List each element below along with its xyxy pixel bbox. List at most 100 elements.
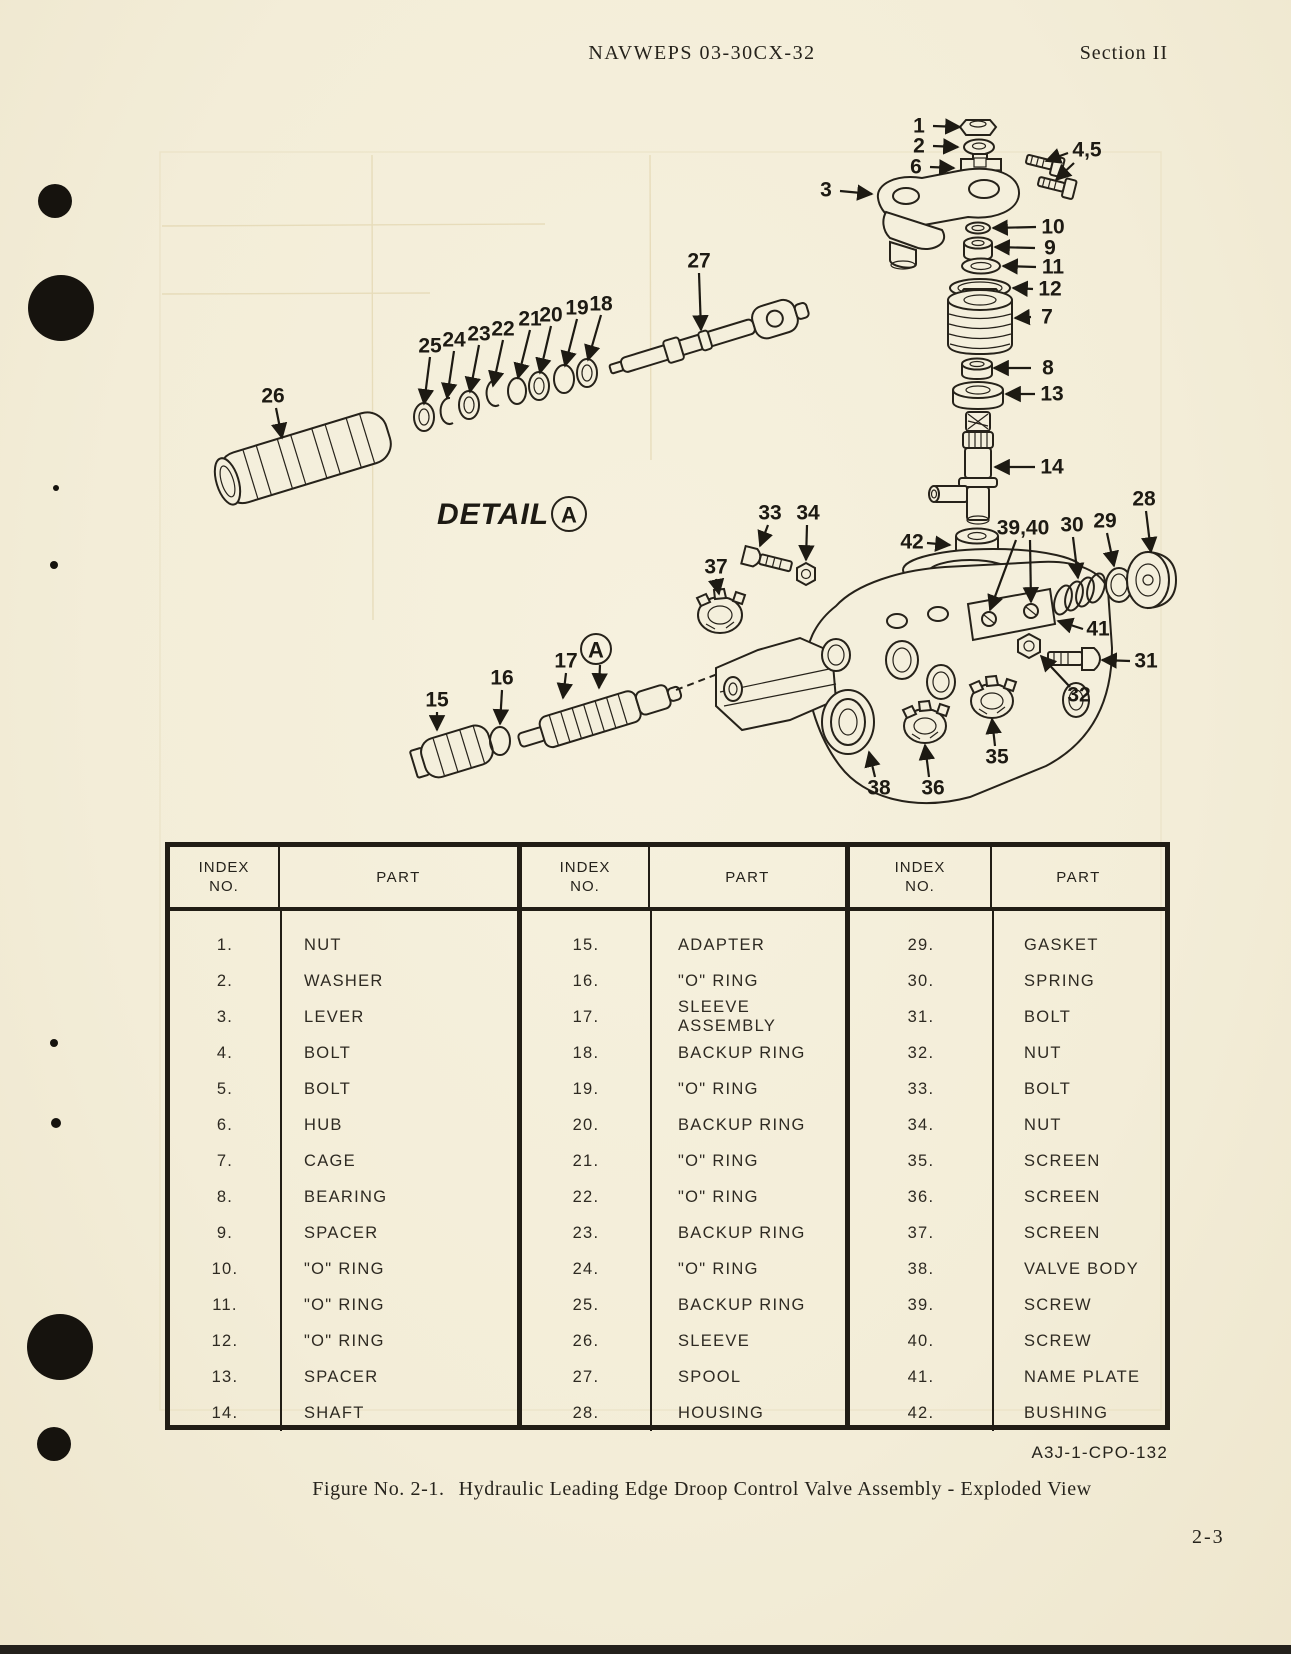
part-name: BACKUP RING [678,1223,806,1242]
callout-leader-36 [918,743,936,778]
callout-number-14: 14 [1040,456,1064,479]
part-name: NUT [1024,1115,1062,1134]
part-name: CAGE [304,1151,356,1170]
part-11-o-ring [961,257,1001,275]
part-name: "O" RING [678,1151,759,1170]
table-row: 23.BACKUP RING [522,1215,845,1251]
callout-leader-4,5 [1054,162,1075,182]
part-index-no: 37. [907,1223,935,1242]
part-name: NAME PLATE [1024,1367,1141,1386]
part-index-no: 35. [907,1151,935,1170]
part-name: "O" RING [304,1331,385,1350]
part-name: SCREEN [1024,1151,1101,1170]
part-13-spacer [952,381,1004,411]
part-index-no: 19. [572,1079,600,1098]
callout-leader-39,40 [987,539,1018,612]
table-row: 17.SLEEVE ASSEMBLY [522,998,845,1035]
part-header: PART [725,868,770,886]
table-row: 25.BACKUP RING [522,1287,845,1323]
part-name: BACKUP RING [678,1115,806,1134]
table-row: 24."O" RING [522,1251,845,1287]
index-no-header: INDEX NO. [522,847,650,907]
callout-number-10: 10 [1041,216,1064,239]
callout-leader-21 [513,329,532,380]
callout-leader-31 [1100,652,1131,669]
part-name: ADAPTER [678,935,766,954]
callout-number-20: 20 [539,304,562,327]
table-row: 39.SCREW [850,1287,1165,1323]
part-index-no: 42. [907,1403,935,1422]
part-name: GASKET [1024,935,1099,954]
callout-number-24: 24 [442,329,466,352]
part-index-no: 2. [216,971,234,990]
part-1-nut [958,119,998,136]
part-index-no: 5. [216,1079,234,1098]
part-19-o-ring [553,364,575,394]
callout-leader-7 [1013,308,1032,326]
part-8-bearing [961,357,993,381]
table-row: 5.BOLT [170,1071,517,1107]
part-header: PART [376,868,421,886]
part-4-bolt [1025,153,1066,178]
part-2-washer [963,138,995,156]
part-index-no: 39. [907,1295,935,1314]
part-name: BEARING [304,1187,388,1206]
part-7-cage [947,288,1013,356]
part-name: WASHER [304,971,384,990]
table-row: 13.SPACER [170,1359,517,1395]
table-row: 4.BOLT [170,1035,517,1071]
callout-leader-26 [270,407,288,440]
part-15-adapter [409,724,494,779]
callout-leader-41 [1056,617,1084,634]
part-index-no: 13. [211,1367,239,1386]
part-name: "O" RING [678,1187,759,1206]
part-index-no: 25. [572,1295,600,1314]
callout-leader-4,5 [1044,148,1069,164]
callout-leader-35 [985,717,1002,747]
callout-number-9: 9 [1044,237,1056,260]
table-row: 27.SPOOL [522,1359,845,1395]
binder-dot [51,1118,61,1128]
index-no-header: INDEX NO. [850,847,992,907]
callout-number-27: 27 [687,250,710,273]
callout-leader-37 [707,577,725,596]
part-name: SCREW [1024,1331,1092,1350]
table-row: 11."O" RING [170,1287,517,1323]
table-header: INDEX NO. PART [850,847,1165,911]
index-header-line1: INDEX [198,859,250,876]
part-index-no: 10. [211,1259,239,1278]
callout-leader-29 [1102,532,1119,568]
part-36-screen [901,699,951,744]
callout-number-13: 13 [1040,383,1063,406]
callout-number-16: 16 [490,667,513,690]
table-row: 28.HOUSING [522,1395,845,1431]
part-index-no: 29. [907,935,935,954]
table-row: 1.NUT [170,927,517,963]
part-index-no: 11. [212,1295,238,1314]
callout-leader-17 [556,672,573,700]
binder-dot [37,1427,71,1461]
callout-number-26: 26 [261,385,284,408]
part-name: SCREEN [1024,1187,1101,1206]
part-16-o-ring [489,726,511,756]
callout-number-25: 25 [418,335,442,358]
callout-number-21: 21 [518,308,542,331]
table-row: 18.BACKUP RING [522,1035,845,1071]
index-header-line1: INDEX [894,859,946,876]
part-17-sleeve-assembly [517,684,683,749]
callout-number-12: 12 [1038,278,1061,301]
callout-number-39,40: 39,40 [997,517,1050,540]
binder-dot [27,1314,93,1380]
callout-leader-6 [929,159,956,176]
part-index-no: 16. [572,971,600,990]
callout-number-38: 38 [867,777,891,800]
binder-dot [28,275,94,341]
part-35-screen [968,674,1018,719]
callout-leader-33 [757,524,773,548]
part-34-nut [796,561,816,587]
